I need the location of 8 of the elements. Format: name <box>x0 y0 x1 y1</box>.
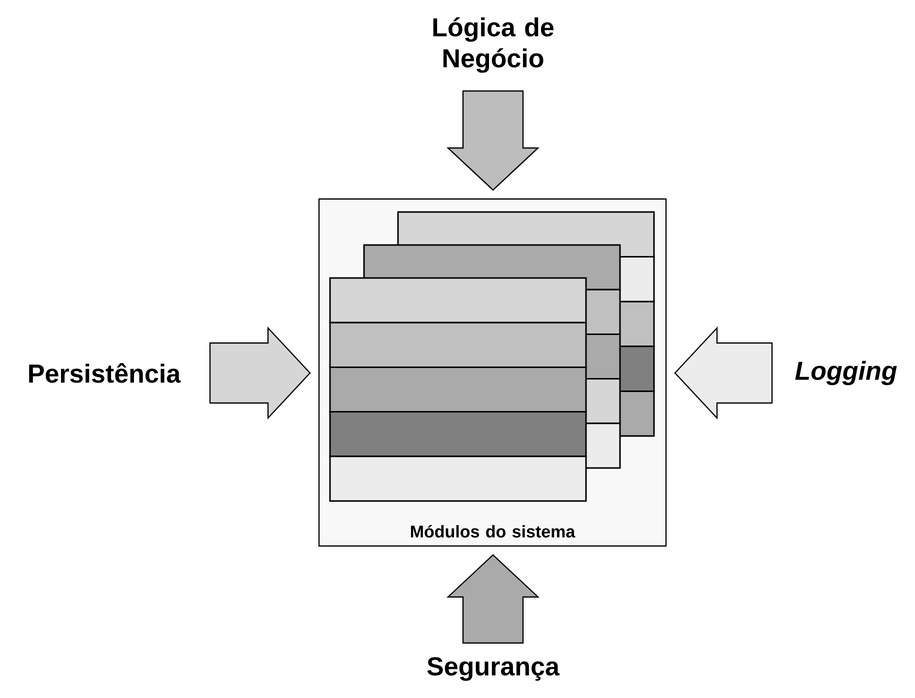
label-text: Segurança <box>427 657 560 681</box>
block-arrow <box>209 326 311 420</box>
label-text: Persistência <box>29 363 181 383</box>
label-text: Lógica de Negócio <box>433 17 554 73</box>
block-arrow <box>674 326 773 420</box>
block-arrow <box>446 554 540 644</box>
label-text: Logging <box>795 360 897 386</box>
block-arrow <box>446 90 540 191</box>
